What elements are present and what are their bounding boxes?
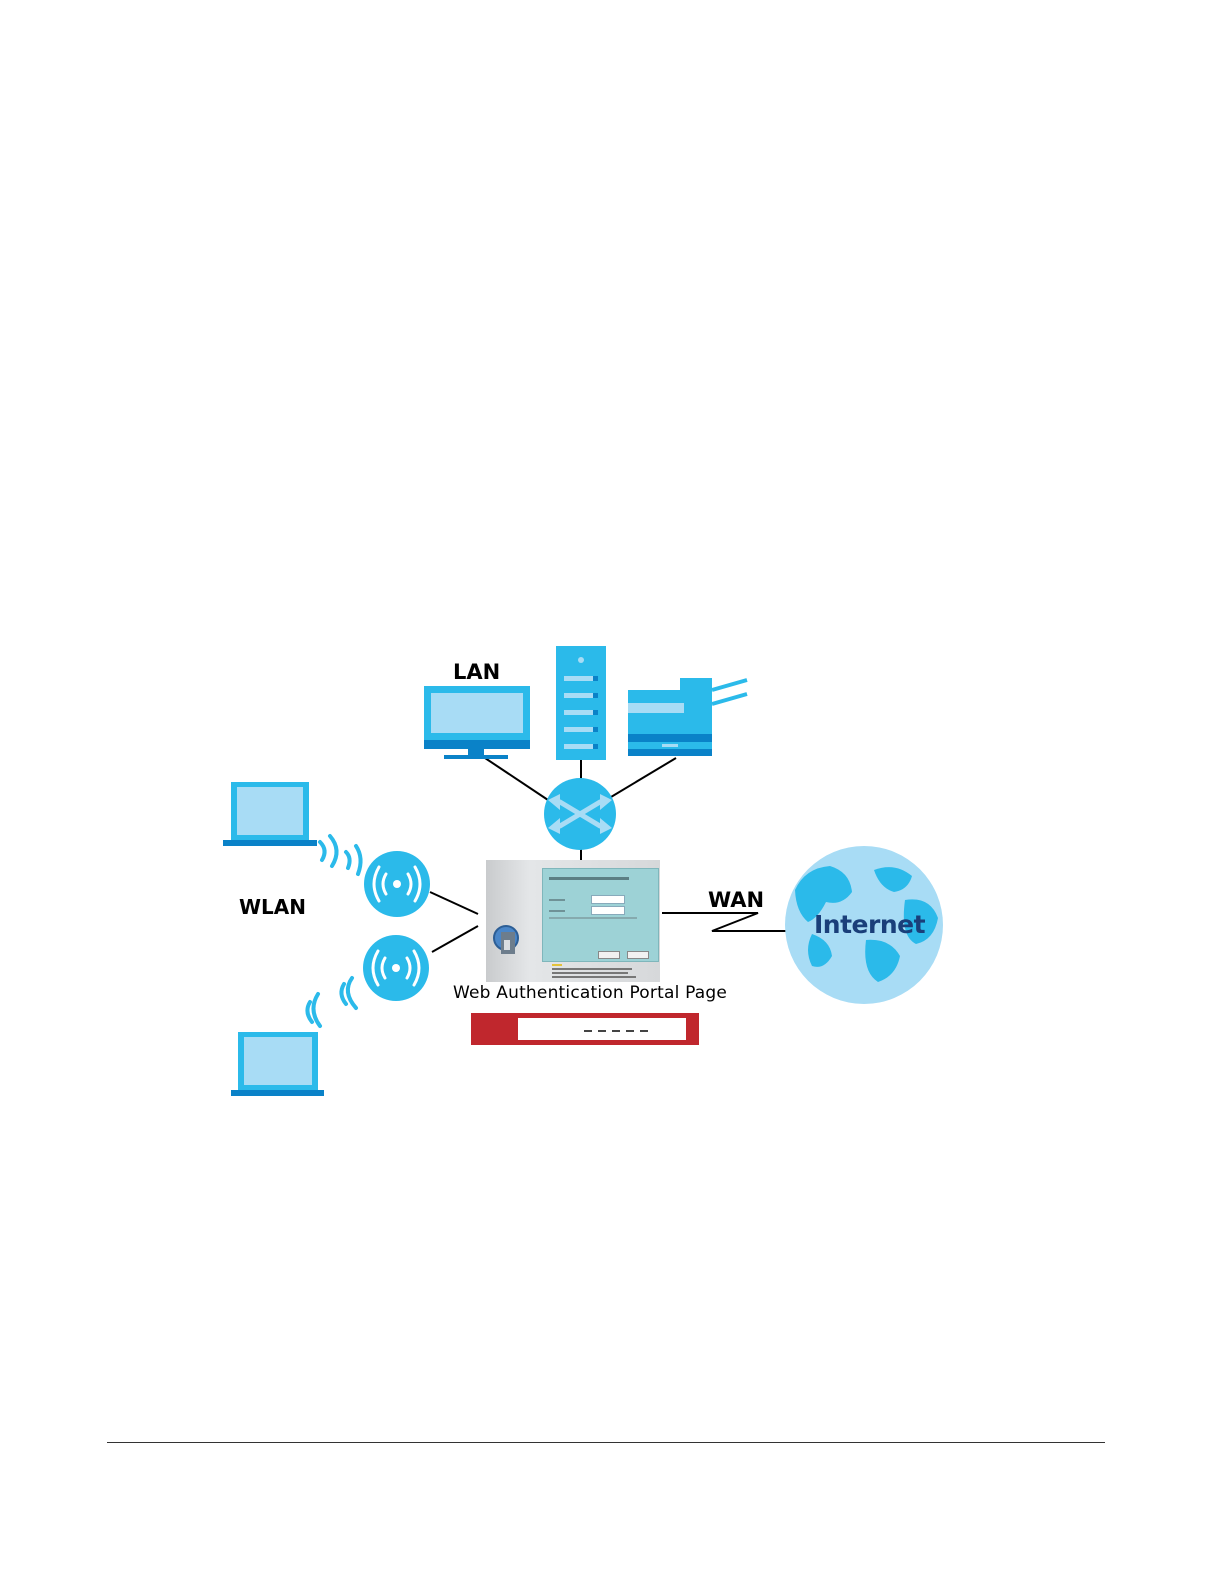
internet-label: Internet <box>814 910 925 939</box>
login-form-image <box>542 868 659 962</box>
wan-label: WAN <box>708 888 764 912</box>
login-page-icon <box>486 860 660 982</box>
ap1-to-firewall-line <box>430 892 478 914</box>
wlan-label: WLAN <box>239 895 306 919</box>
printer-to-switch-line <box>611 758 676 797</box>
monitor-icon <box>424 686 530 759</box>
switch-icon <box>544 778 616 850</box>
portal-page-label: Web Authentication Portal Page <box>453 983 727 1003</box>
monitor-to-switch-line <box>485 758 548 800</box>
ap2-to-firewall-line <box>432 926 478 952</box>
access-point-icon <box>364 851 430 917</box>
lock-icon <box>492 918 520 958</box>
server-icon <box>556 646 606 760</box>
footer-divider <box>107 1442 1105 1443</box>
laptop-icon <box>231 1032 324 1096</box>
wifi-signal-icon <box>320 836 361 874</box>
access-point-icon <box>363 935 429 1001</box>
wan-link-line <box>662 913 790 931</box>
laptop-icon <box>223 782 317 846</box>
notes-section <box>546 962 646 980</box>
wifi-signal-icon <box>307 978 356 1026</box>
firewall-icon <box>471 1013 699 1045</box>
printer-icon <box>628 678 747 756</box>
lan-label: LAN <box>453 660 500 684</box>
